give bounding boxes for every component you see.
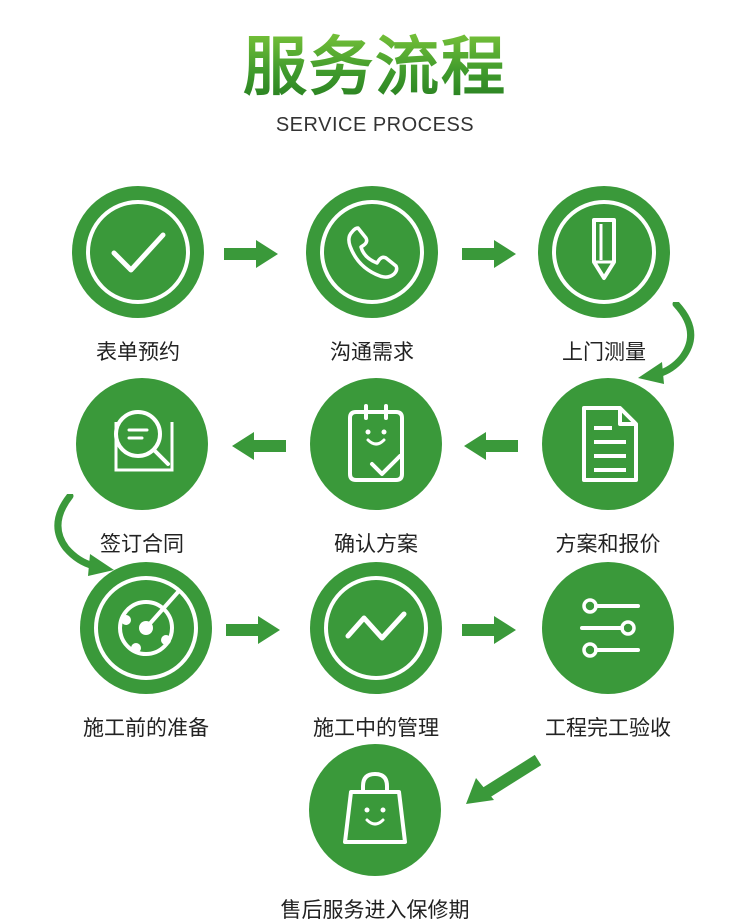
step-circle — [306, 186, 438, 318]
document-icon — [582, 406, 638, 482]
arrow-right — [462, 616, 516, 644]
step-communicate: 沟通需求 — [292, 186, 452, 366]
step-circle — [80, 562, 212, 694]
arrow-left — [232, 432, 286, 460]
step-label: 上门测量 — [562, 340, 646, 364]
step-construction-mgmt: 施工中的管理 — [296, 562, 456, 742]
step-label: 施工前的准备 — [83, 716, 209, 740]
step-confirm-plan: 确认方案 — [296, 378, 456, 558]
pencil-icon — [552, 200, 656, 304]
phone-icon — [320, 200, 424, 304]
sliders-icon — [580, 598, 640, 658]
step-acceptance: 工程完工验收 — [528, 562, 688, 742]
step-label: 方案和报价 — [555, 532, 661, 556]
step-measure: 上门测量 — [524, 186, 684, 366]
arrow-right — [224, 240, 278, 268]
curved-arrow-down-right — [48, 494, 120, 578]
step-label: 沟通需求 — [330, 340, 414, 364]
checkmark-icon — [86, 200, 190, 304]
page-subtitle: SERVICE PROCESS — [275, 114, 475, 136]
arrow-left — [464, 432, 518, 460]
magnifier-icon — [114, 410, 174, 472]
arrow-right — [462, 240, 516, 268]
clipboard-check-icon — [348, 404, 404, 482]
step-circle — [542, 562, 674, 694]
step-circle — [76, 378, 208, 510]
step-after-sales: 售后服务进入保修期 — [275, 744, 475, 924]
step-label: 工程完工验收 — [545, 716, 671, 740]
radar-icon — [94, 576, 198, 680]
arrow-right — [226, 616, 280, 644]
step-circle — [310, 562, 442, 694]
curved-arrow-down-left — [632, 302, 704, 386]
step-circle — [72, 186, 204, 318]
step-circle — [538, 186, 670, 318]
step-pre-construction: 施工前的准备 — [66, 562, 226, 742]
step-label: 签订合同 — [100, 532, 184, 556]
step-label: 施工中的管理 — [313, 716, 439, 740]
step-label: 确认方案 — [334, 532, 418, 556]
step-label: 售后服务进入保修期 — [280, 898, 470, 922]
shopping-bag-icon — [343, 771, 407, 844]
step-circle — [310, 378, 442, 510]
step-circle — [542, 378, 674, 510]
step-form-booking: 表单预约 — [58, 186, 218, 366]
step-circle — [309, 744, 441, 876]
step-plan-quote: 方案和报价 — [528, 378, 688, 558]
step-label: 表单预约 — [96, 340, 180, 364]
step-sign-contract: 签订合同 — [62, 378, 222, 558]
trend-icon — [324, 576, 428, 680]
page-title: 服务流程 — [0, 28, 750, 108]
arrow-down-left — [462, 754, 542, 808]
